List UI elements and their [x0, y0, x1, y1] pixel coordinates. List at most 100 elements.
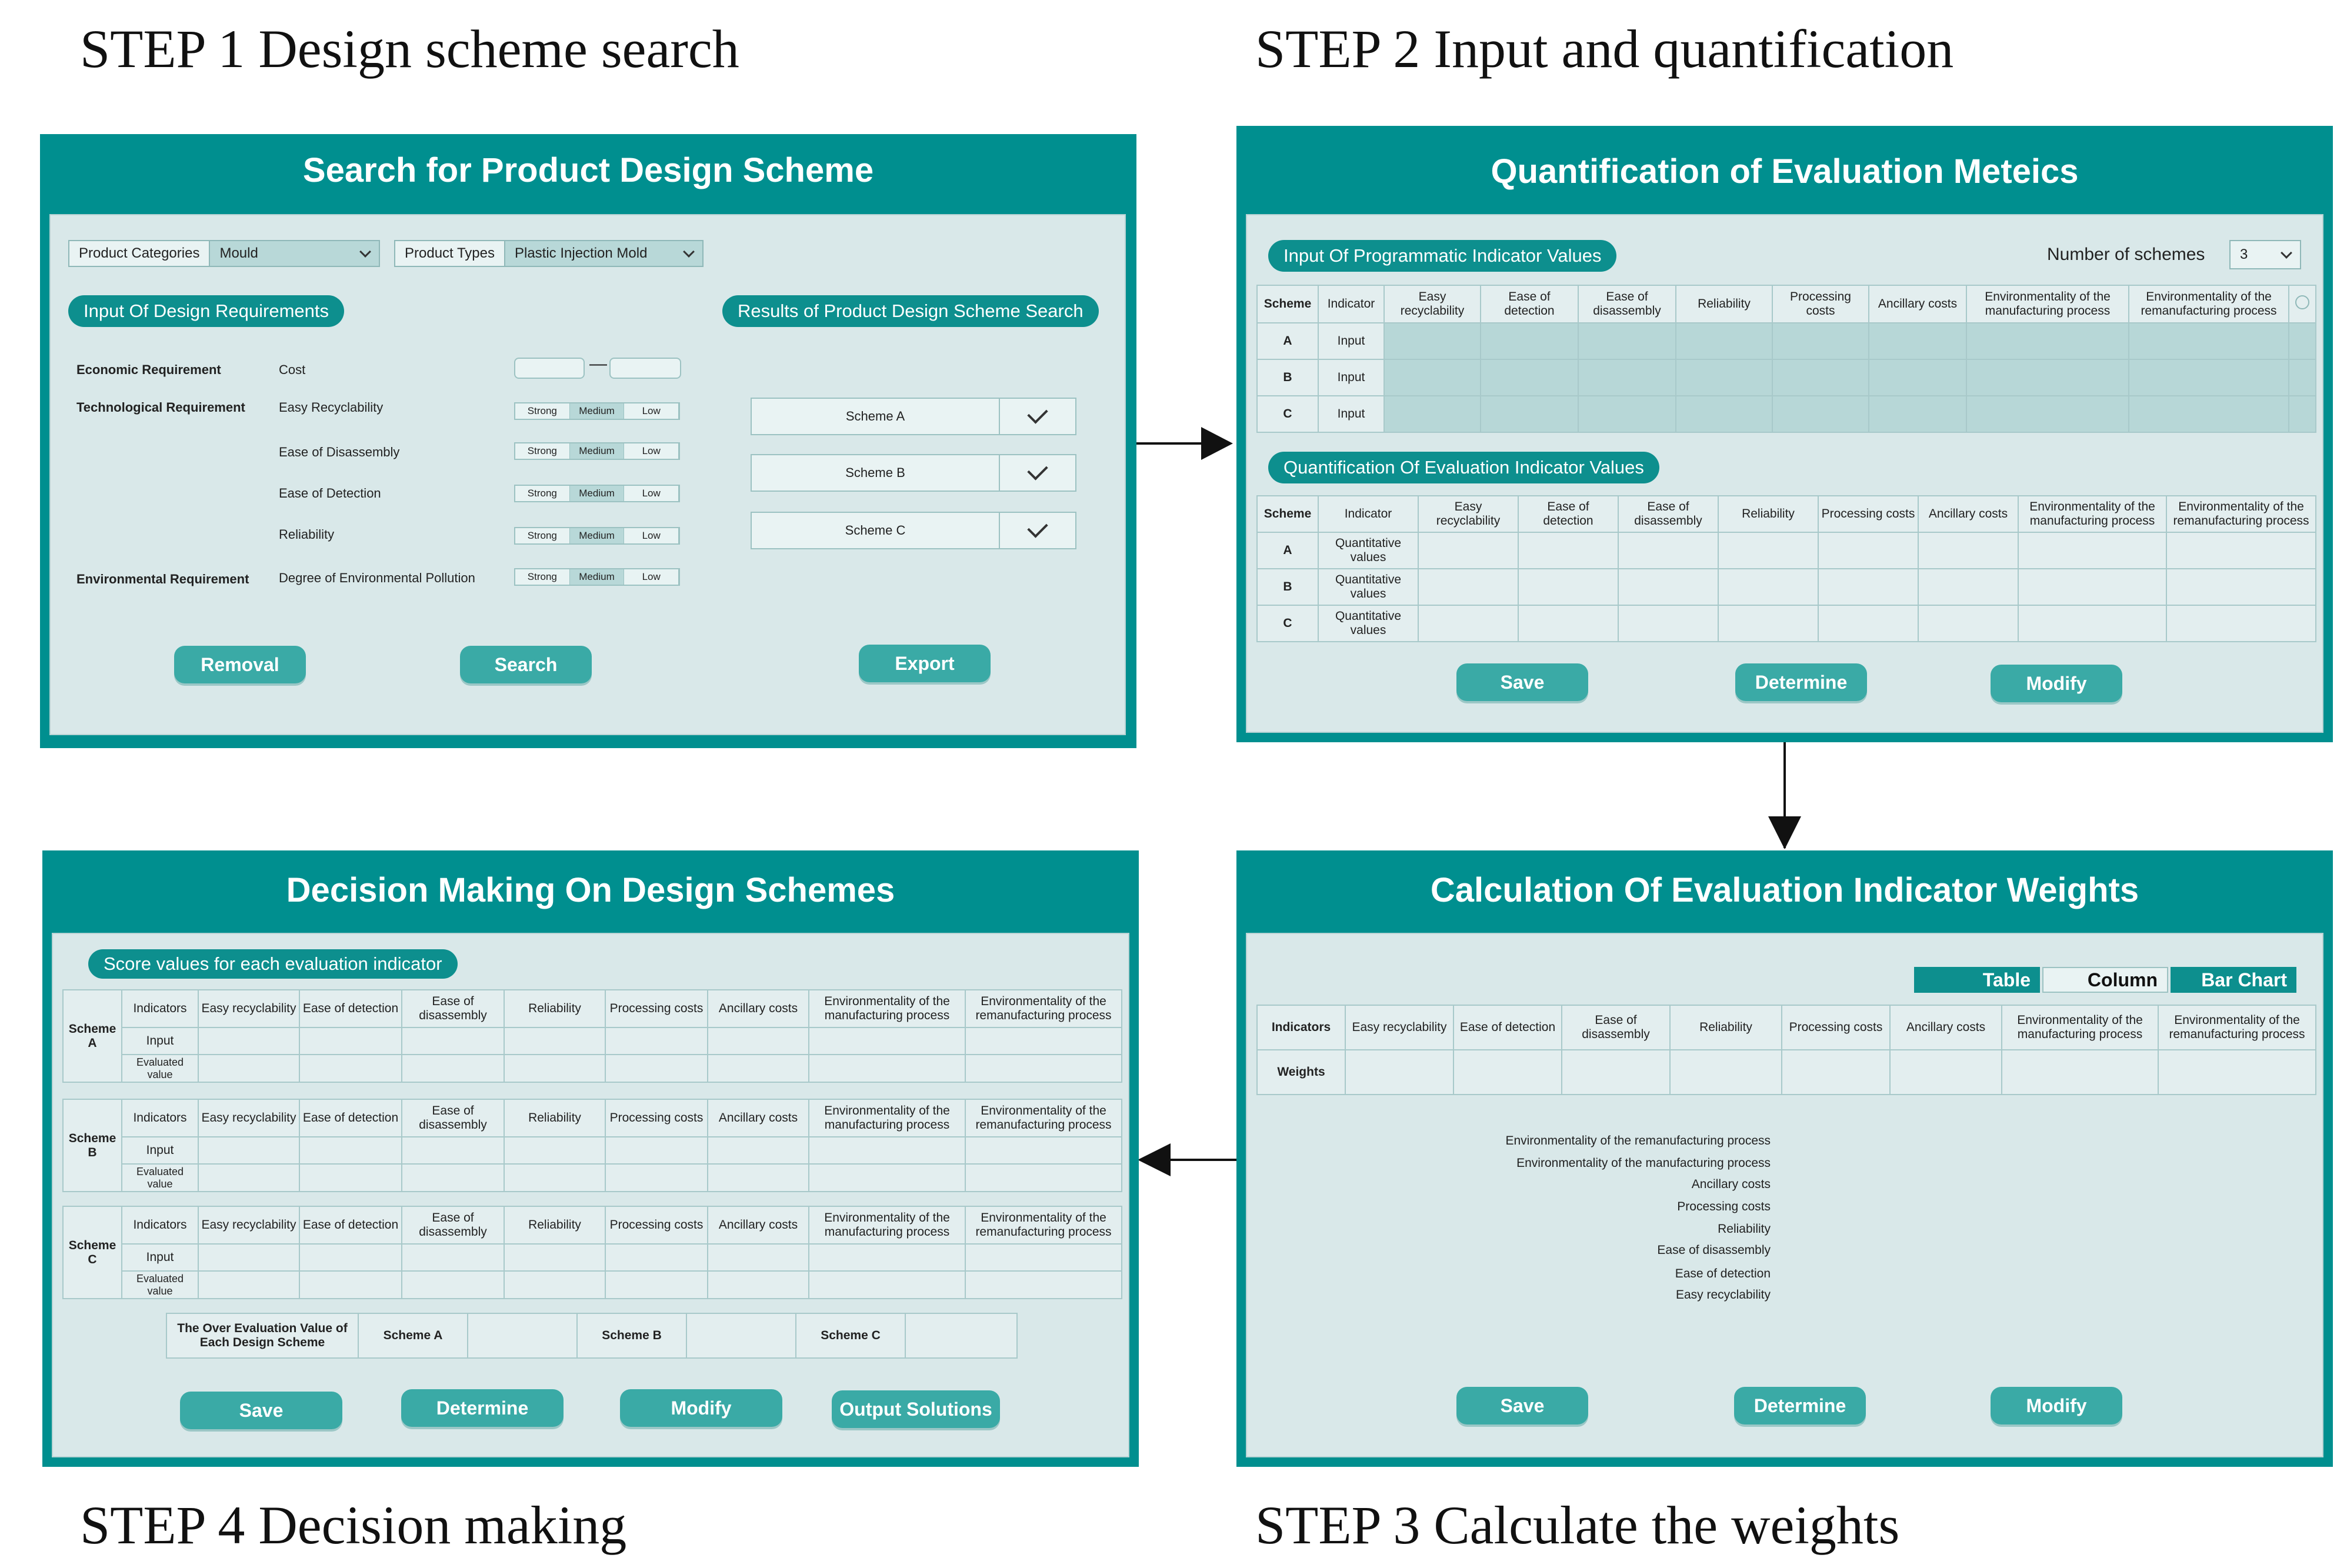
- level-medium[interactable]: Medium: [569, 528, 625, 543]
- level-medium[interactable]: Medium: [569, 403, 625, 419]
- level-medium[interactable]: Medium: [569, 569, 625, 585]
- determine-button[interactable]: Determine: [401, 1389, 564, 1427]
- input-cell[interactable]: [965, 1243, 1122, 1272]
- number-of-schemes-select[interactable]: 3: [2229, 240, 2301, 269]
- input-cell[interactable]: [1383, 322, 1481, 360]
- input-cell[interactable]: [198, 1136, 300, 1165]
- input-cell[interactable]: [2288, 395, 2316, 433]
- input-cell[interactable]: [1578, 395, 1676, 433]
- scheme-b-checkbox[interactable]: [1000, 455, 1075, 491]
- input-cell[interactable]: [808, 1136, 966, 1165]
- level-low[interactable]: Low: [624, 486, 679, 501]
- input-cell[interactable]: [1578, 359, 1676, 396]
- level-low[interactable]: Low: [624, 528, 679, 543]
- input-cell[interactable]: [1480, 395, 1579, 433]
- input-cell[interactable]: [1868, 395, 1967, 433]
- input-cell[interactable]: [707, 1243, 809, 1272]
- level-strong[interactable]: Strong: [515, 528, 570, 543]
- scheme-c-checkbox[interactable]: [1000, 513, 1075, 548]
- input-cell[interactable]: [1868, 359, 1967, 396]
- search-button[interactable]: Search: [460, 646, 592, 683]
- level-strong[interactable]: Strong: [515, 569, 570, 585]
- input-cell[interactable]: [2128, 395, 2289, 433]
- level-medium[interactable]: Medium: [569, 443, 625, 459]
- input-cell[interactable]: [504, 1027, 606, 1055]
- determine-button[interactable]: Determine: [1735, 663, 1867, 701]
- product-categories-select[interactable]: Product Categories Mould: [68, 240, 380, 267]
- input-cell[interactable]: [808, 1027, 966, 1055]
- input-cell[interactable]: [2128, 322, 2289, 360]
- level-low[interactable]: Low: [624, 569, 679, 585]
- output-solutions-button[interactable]: Output Solutions: [832, 1390, 1000, 1428]
- bar-chart-toggle[interactable]: Bar Chart: [2171, 967, 2296, 993]
- input-cell[interactable]: [401, 1243, 505, 1272]
- input-cell[interactable]: [707, 1027, 809, 1055]
- select-all-radio[interactable]: [2288, 285, 2316, 323]
- save-button[interactable]: Save: [1456, 1387, 1588, 1424]
- input-cell[interactable]: [707, 1136, 809, 1165]
- column-toggle[interactable]: Column: [2042, 967, 2168, 993]
- level-low[interactable]: Low: [624, 403, 679, 419]
- input-cell[interactable]: [1480, 359, 1579, 396]
- modify-button[interactable]: Modify: [620, 1389, 782, 1427]
- scheme-a-checkbox[interactable]: [1000, 399, 1075, 434]
- input-cell[interactable]: [2288, 322, 2316, 360]
- removal-button[interactable]: Removal: [174, 646, 306, 683]
- input-cell[interactable]: [504, 1243, 606, 1272]
- input-cell[interactable]: [1966, 395, 2129, 433]
- level-low[interactable]: Low: [624, 443, 679, 459]
- save-button[interactable]: Save: [1456, 663, 1588, 701]
- input-cell[interactable]: [1675, 359, 1773, 396]
- product-types-select[interactable]: Product Types Plastic Injection Mold: [394, 240, 704, 267]
- scheme-c-result[interactable]: Scheme C: [751, 512, 1076, 549]
- input-cell[interactable]: [1966, 359, 2129, 396]
- input-cell[interactable]: [2288, 359, 2316, 396]
- table-toggle[interactable]: Table: [1914, 967, 2040, 993]
- input-cell[interactable]: [605, 1243, 708, 1272]
- input-cell[interactable]: [808, 1243, 966, 1272]
- input-cell[interactable]: [299, 1136, 402, 1165]
- input-cell[interactable]: [1675, 395, 1773, 433]
- export-button[interactable]: Export: [859, 645, 991, 682]
- input-cell[interactable]: [1772, 395, 1869, 433]
- level-strong[interactable]: Strong: [515, 403, 570, 419]
- input-cell[interactable]: [2128, 359, 2289, 396]
- scheme-b-result[interactable]: Scheme B: [751, 454, 1076, 492]
- input-cell[interactable]: [1772, 322, 1869, 360]
- input-cell[interactable]: [965, 1027, 1122, 1055]
- value-cell: [198, 1053, 300, 1083]
- input-cell[interactable]: [401, 1027, 505, 1055]
- input-cell[interactable]: [504, 1136, 606, 1165]
- input-cell[interactable]: [965, 1136, 1122, 1165]
- cost-min-input[interactable]: [514, 358, 585, 379]
- cost-max-input[interactable]: [609, 358, 681, 379]
- input-cell[interactable]: [1966, 322, 2129, 360]
- modify-button[interactable]: Modify: [1991, 1387, 2122, 1424]
- input-cell[interactable]: [198, 1243, 300, 1272]
- level-strong[interactable]: Strong: [515, 443, 570, 459]
- input-cell[interactable]: [1868, 322, 1967, 360]
- modify-button[interactable]: Modify: [1991, 665, 2122, 702]
- input-cell[interactable]: [299, 1243, 402, 1272]
- level-strong[interactable]: Strong: [515, 486, 570, 501]
- input-cell[interactable]: [605, 1027, 708, 1055]
- scheme-a-result[interactable]: Scheme A: [751, 398, 1076, 435]
- input-cell[interactable]: [1772, 359, 1869, 396]
- input-cell[interactable]: [198, 1027, 300, 1055]
- input-cell[interactable]: [1383, 359, 1481, 396]
- input-cell[interactable]: [299, 1027, 402, 1055]
- level-medium[interactable]: Medium: [569, 486, 625, 501]
- determine-button[interactable]: Determine: [1734, 1387, 1866, 1424]
- input-cell[interactable]: [1383, 395, 1481, 433]
- input-cell[interactable]: [1578, 322, 1676, 360]
- input-cell[interactable]: [401, 1136, 505, 1165]
- input-cell[interactable]: [1675, 322, 1773, 360]
- input-cell[interactable]: [605, 1136, 708, 1165]
- input-cell[interactable]: [1480, 322, 1579, 360]
- save-button[interactable]: Save: [180, 1392, 342, 1429]
